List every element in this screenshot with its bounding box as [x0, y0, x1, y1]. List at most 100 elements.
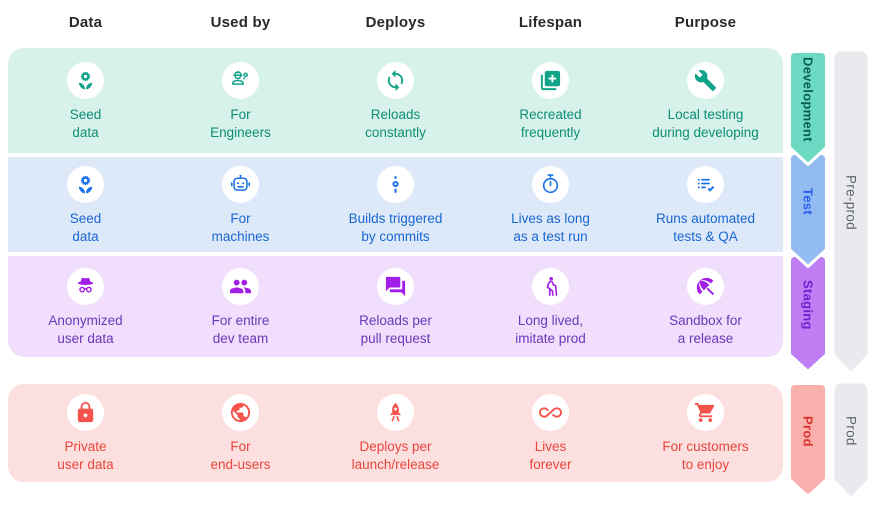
- cell-label: Runs automated: [655, 210, 756, 226]
- cell-label: Engineers: [210, 124, 271, 140]
- checklist-icon: [687, 165, 724, 203]
- cell-label: user data: [57, 457, 114, 472]
- row-staging: Anonymized user data For entire dev team…: [8, 256, 783, 357]
- cell-label: Anonymized: [48, 312, 123, 328]
- cell-development-used-by: For Engineers: [163, 48, 318, 153]
- cell-development-lifespan: Recreated frequently: [473, 48, 628, 153]
- cell-label: Lives as long: [511, 210, 590, 226]
- commit-icon: [377, 165, 414, 203]
- cell-development-deploys: Reloads constantly: [318, 48, 473, 153]
- cell-staging-purpose: Sandbox for a release: [628, 256, 783, 357]
- cell-test-used-by: For machines: [163, 157, 318, 252]
- stage-arrow-prod: [788, 382, 828, 498]
- rocket-icon: [377, 394, 414, 431]
- cell-prod-used-by: For end-users: [163, 384, 318, 482]
- cell-label: For: [230, 439, 251, 454]
- cell-label: user data: [57, 330, 114, 346]
- column-headers: Data Used by Deploys Lifespan Purpose: [8, 14, 783, 31]
- cell-staging-deploys: Reloads per pull request: [318, 256, 473, 357]
- column-header-purpose: Purpose: [674, 14, 737, 31]
- cell-label: For: [230, 210, 251, 226]
- cell-label: Reloads per: [359, 312, 432, 328]
- cell-label: data: [72, 228, 99, 244]
- cell-label: a release: [677, 330, 734, 346]
- stage-label-prod: Prod: [800, 415, 816, 447]
- cell-label: Local testing: [667, 106, 744, 122]
- cart-icon: [687, 394, 724, 431]
- sync-icon: [377, 61, 414, 99]
- wrench-icon: [687, 61, 724, 99]
- cell-label: during developing: [652, 124, 759, 140]
- cell-label: tests & QA: [673, 228, 738, 244]
- column-header-lifespan: Lifespan: [518, 14, 583, 31]
- cell-prod-data: Private user data: [8, 384, 163, 482]
- cell-label: Deploys per: [359, 439, 432, 454]
- cell-label: imitate prod: [515, 330, 586, 346]
- umbrella-icon: [687, 267, 724, 305]
- seed-icon: [67, 165, 104, 203]
- cell-label: Private: [64, 439, 107, 454]
- cell-staging-used-by: For entire dev team: [163, 256, 318, 357]
- incognito-icon: [67, 267, 104, 305]
- globe-icon: [222, 394, 259, 431]
- cell-label: dev team: [212, 330, 269, 346]
- cell-prod-lifespan: Lives forever: [473, 384, 628, 482]
- cell-label: Reloads: [370, 106, 421, 122]
- cell-label: For: [230, 106, 251, 122]
- cell-label: constantly: [365, 124, 426, 140]
- cell-label: Lives: [534, 439, 567, 454]
- stage-arrow-development: [788, 50, 828, 166]
- cell-label: Sandbox for: [669, 312, 742, 328]
- cell-prod-purpose: For customers to enjoy: [628, 384, 783, 482]
- copy-add-icon: [532, 61, 569, 99]
- stage-label-staging: Staging: [800, 279, 816, 330]
- cell-prod-deploys: Deploys per launch/release: [318, 384, 473, 482]
- stage-arrow-staging: [788, 254, 828, 373]
- cell-label: as a test run: [513, 228, 588, 244]
- cell-label: Long lived,: [517, 312, 584, 328]
- cell-label: machines: [211, 228, 270, 244]
- cell-label: For entire: [211, 312, 270, 328]
- stage-label-development: Development: [800, 56, 816, 142]
- cell-label: Builds triggered: [348, 210, 443, 226]
- cell-staging-data: Anonymized user data: [8, 256, 163, 357]
- engineer-icon: [222, 61, 259, 99]
- cell-label: Recreated: [519, 106, 582, 122]
- cell-label: data: [72, 124, 99, 140]
- group-bar-preprod: [834, 51, 868, 372]
- cell-label: to enjoy: [681, 457, 730, 472]
- row-test: Seed data For machines Builds triggered …: [8, 157, 783, 252]
- stage-arrow-test: [788, 152, 828, 268]
- cell-label: For customers: [662, 439, 749, 454]
- cell-test-deploys: Builds triggered by commits: [318, 157, 473, 252]
- cell-label: launch/release: [351, 457, 440, 472]
- cell-label: Seed: [69, 210, 102, 226]
- cell-label: end-users: [210, 457, 271, 472]
- cell-staging-lifespan: Long lived, imitate prod: [473, 256, 628, 357]
- cell-label: Seed: [69, 106, 102, 122]
- cell-development-data: Seed data: [8, 48, 163, 153]
- group-label-prod: Prod: [843, 416, 859, 446]
- row-development: Seed data For Engineers Reloads constant…: [8, 48, 783, 153]
- cell-label: forever: [529, 457, 572, 472]
- cell-test-purpose: Runs automated tests & QA: [628, 157, 783, 252]
- column-header-data: Data: [68, 14, 103, 31]
- group-bar-prod: [834, 383, 868, 497]
- group-label-preprod: Pre-prod: [843, 175, 859, 230]
- row-prod: Private user data For end-users Deploys …: [8, 384, 783, 482]
- column-header-used-by: Used by: [210, 14, 271, 31]
- chat-icon: [377, 267, 414, 305]
- cell-test-data: Seed data: [8, 157, 163, 252]
- infinity-icon: [532, 394, 569, 431]
- team-icon: [222, 267, 259, 305]
- lock-icon: [67, 394, 104, 431]
- stopwatch-icon: [532, 165, 569, 203]
- cell-label: by commits: [361, 228, 430, 244]
- robot-icon: [222, 165, 259, 203]
- cell-development-purpose: Local testing during developing: [628, 48, 783, 153]
- cell-label: pull request: [360, 330, 431, 346]
- cell-test-lifespan: Lives as long as a test run: [473, 157, 628, 252]
- seed-icon: [67, 61, 104, 99]
- stage-label-test: Test: [800, 187, 816, 215]
